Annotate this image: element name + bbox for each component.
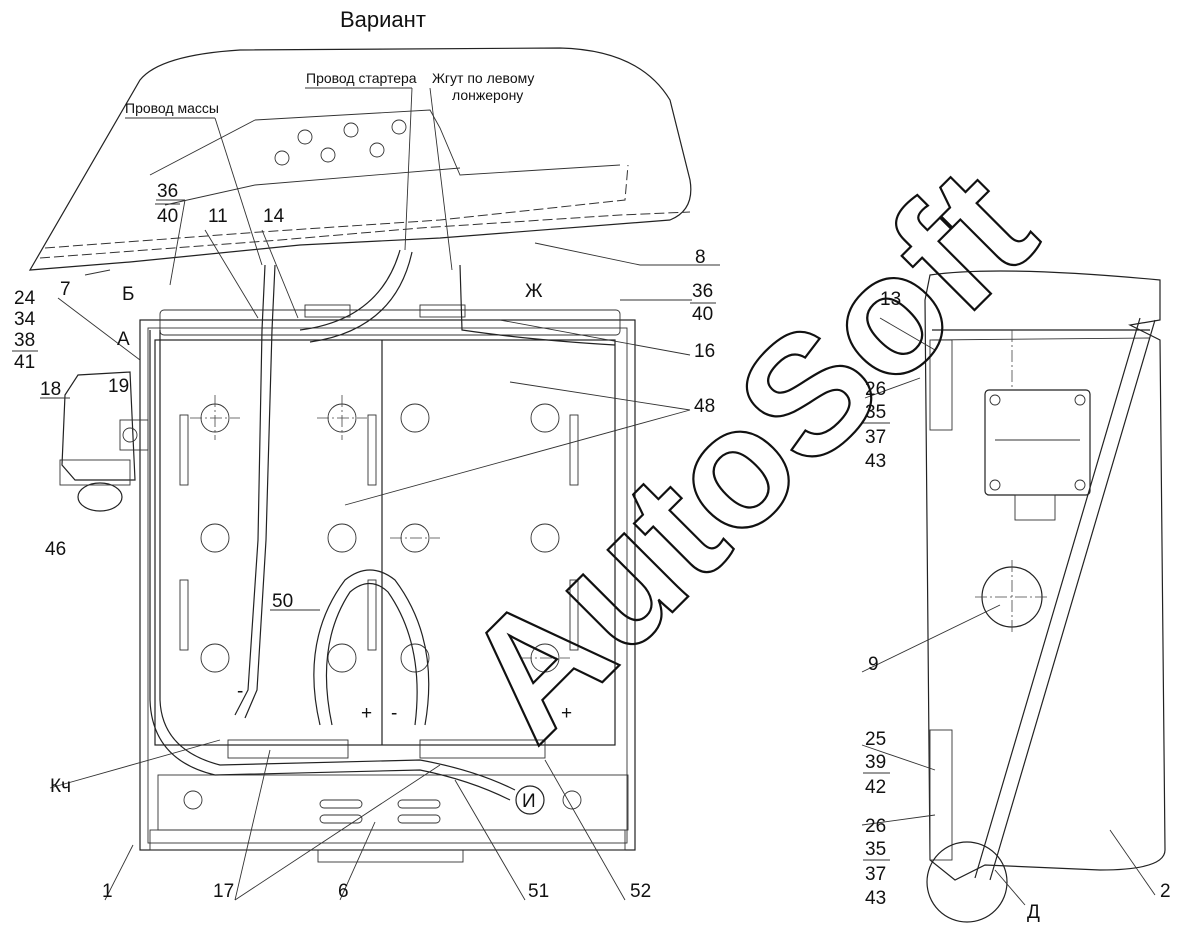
cables (149, 249, 616, 801)
callout-42: 42 (865, 777, 886, 798)
cell-slots (179, 414, 579, 651)
drawing-title: Вариант (340, 7, 426, 32)
plus-sign: + (361, 703, 372, 724)
plus-sign-2: + (561, 703, 572, 724)
callout-25: 25 (865, 729, 886, 750)
callout-40: 40 (157, 206, 178, 227)
view-marker-d: Д (1027, 902, 1040, 923)
callout-37b: 37 (865, 864, 886, 885)
minus-sign-2: - (391, 703, 397, 724)
view-marker-i: И (522, 791, 536, 812)
callout-26a: 26 (865, 379, 886, 400)
view-marker-b: Б (122, 284, 134, 305)
callout-19: 19 (108, 376, 129, 397)
callout-35a: 35 (865, 402, 886, 423)
callout-36b: 36 (692, 281, 713, 302)
callout-13: 13 (880, 289, 901, 310)
callout-41: 41 (14, 352, 35, 373)
battery-box (139, 304, 636, 863)
callout-labels: 36 40 11 14 7 24 34 38 41 18 19 46 8 36 … (12, 181, 1171, 909)
callout-2: 2 (1160, 881, 1171, 902)
callout-39: 39 (865, 752, 886, 773)
vents (183, 790, 582, 824)
callout-34: 34 (14, 309, 36, 330)
callout-46: 46 (45, 539, 66, 560)
starter-wire-label: Провод стартера (306, 70, 417, 86)
callout-50: 50 (272, 591, 293, 612)
centerlines (190, 395, 570, 659)
callout-kch: Кч (50, 776, 71, 797)
callout-8: 8 (695, 247, 706, 268)
side-view (924, 270, 1166, 923)
view-marker-zh: Ж (525, 281, 543, 302)
callout-48: 48 (694, 396, 715, 417)
callout-38: 38 (14, 330, 35, 351)
callout-43a: 43 (865, 451, 886, 472)
minus-sign: - (237, 681, 243, 702)
callout-37a: 37 (865, 427, 886, 448)
callout-36: 36 (157, 181, 178, 202)
harness-label-line2: лонжерону (452, 87, 523, 103)
view-marker-a: А (117, 329, 130, 350)
callout-11: 11 (208, 206, 228, 227)
callout-18: 18 (40, 379, 61, 400)
callout-26b: 26 (865, 816, 886, 837)
frame-outline (28, 47, 692, 271)
ground-wire-label: Провод массы (125, 100, 219, 116)
view-markers: А Б Ж И Д - + - + (117, 281, 1040, 923)
callout-9: 9 (868, 654, 879, 675)
callout-14: 14 (263, 206, 285, 227)
leader-lines (40, 87, 1156, 906)
callout-16: 16 (694, 341, 715, 362)
callout-1: 1 (102, 881, 113, 902)
callout-51: 51 (528, 881, 549, 902)
callout-40b: 40 (692, 304, 713, 325)
callout-24: 24 (14, 288, 36, 309)
callout-52: 52 (630, 881, 651, 902)
callout-43b: 43 (865, 888, 886, 909)
harness-label-line1: Жгут по левому (432, 70, 534, 86)
callout-17: 17 (213, 881, 234, 902)
callout-35b: 35 (865, 839, 886, 860)
watermark: AutoSoft (428, 133, 1070, 775)
callout-6: 6 (338, 881, 349, 902)
callout-7: 7 (60, 279, 71, 300)
left-relay-device (59, 371, 149, 512)
